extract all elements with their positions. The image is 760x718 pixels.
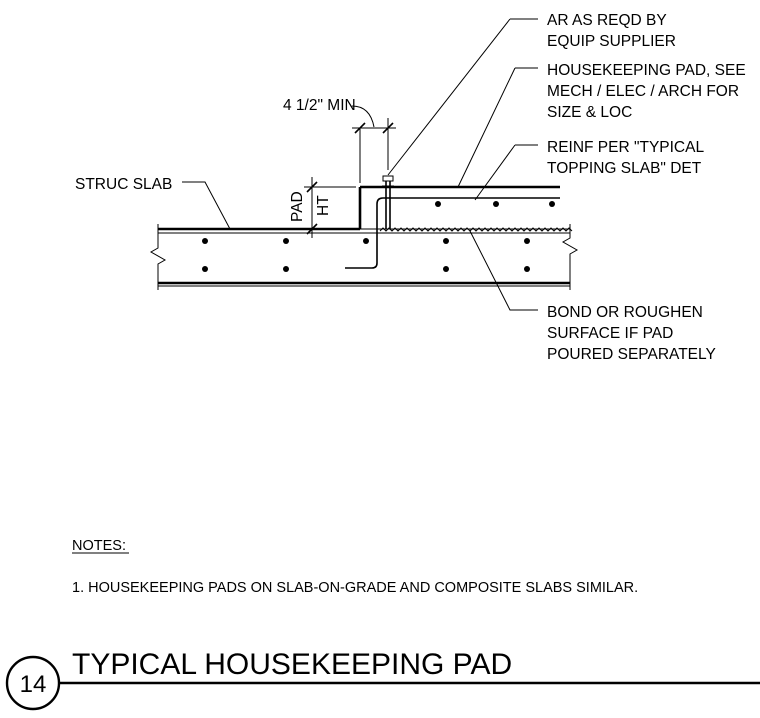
min-dimension-label: 4 1/2" MIN <box>283 97 356 114</box>
callout-ar-2: EQUIP SUPPLIER <box>547 33 676 50</box>
pad-ht-label-1: PAD <box>289 191 306 222</box>
note-item-1: 1. HOUSEKEEPING PADS ON SLAB-ON-GRADE AN… <box>72 580 638 596</box>
callout-reinf-2: TOPPING SLAB" DET <box>547 160 702 177</box>
callout-struc-slab: STRUC SLAB <box>75 176 172 193</box>
callout-bond-2: SURFACE IF PAD <box>547 325 673 342</box>
detail-number: 14 <box>20 671 47 698</box>
detail-title: TYPICAL HOUSEKEEPING PAD <box>72 648 512 681</box>
structural-slab <box>149 224 579 290</box>
callout-ar-1: AR AS REQD BY <box>547 12 667 29</box>
callout-pad-3: SIZE & LOC <box>547 104 632 121</box>
notes-section: NOTES: 1. HOUSEKEEPING PADS ON SLAB-ON-G… <box>72 538 638 596</box>
housekeeping-pad <box>345 175 560 269</box>
callout-reinf-1: REINF PER "TYPICAL <box>547 139 704 156</box>
pad-ht-label-2: HT <box>315 195 332 216</box>
leader-lines <box>182 18 538 311</box>
dimension-pad-height: PAD HT <box>289 177 356 238</box>
callout-bond-3: POURED SEPARATELY <box>547 346 716 363</box>
notes-heading: NOTES: <box>72 538 126 554</box>
callout-pad-2: MECH / ELEC / ARCH FOR <box>547 83 739 100</box>
callout-pad-1: HOUSEKEEPING PAD, SEE <box>547 62 746 79</box>
dimension-min: 4 1/2" MIN <box>283 97 396 183</box>
callout-bond-1: BOND OR ROUGHEN <box>547 304 703 321</box>
title-block: 14 TYPICAL HOUSEKEEPING PAD <box>5 648 760 711</box>
